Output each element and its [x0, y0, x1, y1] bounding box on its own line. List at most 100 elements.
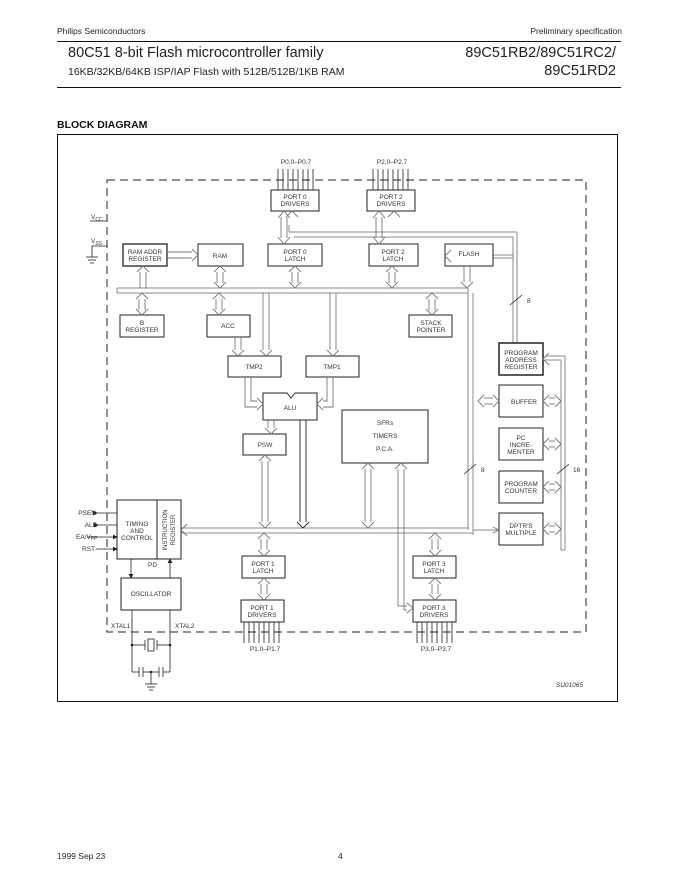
port0-pins [277, 169, 314, 190]
port0-latch-label: PORT 0 [283, 249, 307, 256]
alu-label: ALU [284, 405, 297, 412]
tmp2-label: TMP2 [245, 364, 263, 371]
xtal2-label: XTAL2 [175, 623, 195, 630]
section-title: BLOCK DIAGRAM [57, 119, 148, 131]
chip-boundary [106, 179, 587, 633]
footer-date: 1999 Sep 23 [57, 851, 106, 861]
port2-latch-label: PORT 2 [381, 249, 405, 256]
xtal1-label: XTAL1 [111, 623, 131, 630]
rst-pin-label: RST [82, 546, 95, 553]
b-register-label: B [140, 320, 144, 327]
hollow-bus-arrows [135, 210, 562, 614]
port0-drivers-label: PORT 0 [283, 194, 307, 201]
sfrs-timers-pca-block [341, 409, 429, 464]
svg-text:REGISTER: REGISTER [171, 514, 177, 545]
part-numbers-line1: 89C51RB2/89C51RC2/ [465, 45, 616, 61]
svg-text:INSTRUCTION: INSTRUCTION [163, 510, 169, 551]
port2-drivers-block [366, 189, 416, 212]
alu-block [262, 392, 318, 421]
port3-latch-label: PORT 3 [422, 561, 446, 568]
program-address-register-label: PROGRAM [504, 350, 538, 357]
svg-text:MULTIPLE: MULTIPLE [505, 530, 537, 537]
vss-line [91, 245, 107, 257]
page-number: 4 [338, 851, 343, 861]
document-title: 80C51 8-bit Flash microcontroller family [68, 45, 324, 61]
port0-pins-label: P0.0–P0.7 [281, 159, 312, 166]
dptrs-multiple-label: DPTR'S [509, 523, 533, 530]
port3-pins-label: P3.0–P3.7 [421, 646, 452, 653]
port1-drivers-label: PORT 1 [250, 605, 274, 612]
alu-output-bus [296, 420, 310, 529]
ram-label: RAM [213, 253, 227, 260]
svg-text:CONTROL: CONTROL [121, 535, 153, 542]
figure-id: SU01065 [556, 682, 583, 689]
bus-width-tick [556, 463, 570, 475]
instruction-register-label: INSTRUCTION REGISTER [163, 510, 177, 551]
header-bottom-rule [57, 87, 621, 88]
oscillator-block [120, 577, 182, 611]
ground-icon [86, 256, 98, 264]
flash-label: FLASH [459, 251, 480, 258]
bus-width-tick [509, 294, 523, 306]
vcc-label: VCC [91, 214, 103, 223]
svg-text:DRIVERS: DRIVERS [377, 201, 407, 208]
acc-label: ACC [221, 323, 235, 330]
port1-latch-label: PORT 1 [251, 561, 275, 568]
oscillator-label: OSCILLATOR [131, 591, 172, 598]
timers-label: TIMERS [373, 433, 398, 440]
svg-text:ADDRESS: ADDRESS [505, 357, 537, 364]
port3-drivers-label: PORT 3 [422, 605, 446, 612]
port1-pins [243, 622, 280, 643]
program-address-register-block [498, 342, 544, 376]
flash-block [444, 243, 494, 267]
tmp2-block [227, 355, 282, 378]
header-top-rule [57, 41, 621, 42]
svg-text:REGISTER: REGISTER [125, 327, 159, 334]
psw-label: PSW [258, 442, 274, 449]
program-counter-block [498, 470, 544, 504]
bus-width-16: 16 [573, 467, 581, 474]
svg-text:LATCH: LATCH [253, 568, 274, 575]
port1-drivers-block [240, 599, 285, 623]
stack-pointer-label: STACK [420, 320, 442, 327]
svg-text:DRIVERS: DRIVERS [281, 201, 311, 208]
pc-incrementer-label: PC [516, 435, 525, 442]
program-counter-label: PROGRAM [504, 481, 538, 488]
svg-text:REGISTER: REGISTER [128, 256, 162, 263]
vss-label: VSS [91, 238, 103, 247]
pc-bus [545, 355, 566, 551]
port2-drivers-label: PORT 2 [379, 194, 403, 201]
svg-text:AND: AND [130, 528, 144, 535]
dptrs-multiple-block [498, 512, 544, 546]
svg-text:DRIVERS: DRIVERS [248, 612, 278, 619]
port3-pins [416, 622, 453, 643]
svg-text:INCRE-: INCRE- [510, 442, 532, 449]
internal-data-bus [116, 287, 500, 535]
port2-pins [372, 169, 409, 190]
pd-label: PD [148, 562, 157, 569]
port2-latch-block [368, 243, 419, 267]
svg-text:REGISTER: REGISTER [504, 364, 538, 371]
port1-pins-label: P1.0–P1.7 [250, 646, 281, 653]
ea-pin-label: EA/VPP [76, 534, 98, 542]
svg-text:MENTER: MENTER [507, 449, 535, 456]
bus-width-8-top: 8 [527, 298, 531, 305]
svg-text:LATCH: LATCH [424, 568, 445, 575]
part-numbers-line2: 89C51RD2 [544, 63, 616, 79]
tmp1-label: TMP1 [323, 364, 341, 371]
sfrs-label: SFRs [377, 420, 394, 427]
bus-width-tick [463, 463, 477, 475]
buffer-label: BUFFER [511, 399, 537, 406]
svg-text:POINTER: POINTER [417, 327, 446, 334]
timing-control-block [116, 499, 182, 560]
ram-addr-register-block [122, 243, 168, 267]
control-pins [87, 510, 173, 579]
timing-control-label: TIMING [126, 521, 149, 528]
figure-frame [57, 134, 618, 702]
ram-addr-register-label: RAM ADDR [128, 249, 163, 256]
document-status: Preliminary specification [530, 26, 622, 36]
svg-text:DRIVERS: DRIVERS [420, 612, 450, 619]
bus-width-8-mid: 8 [481, 467, 485, 474]
crystal-circuit [131, 610, 171, 691]
